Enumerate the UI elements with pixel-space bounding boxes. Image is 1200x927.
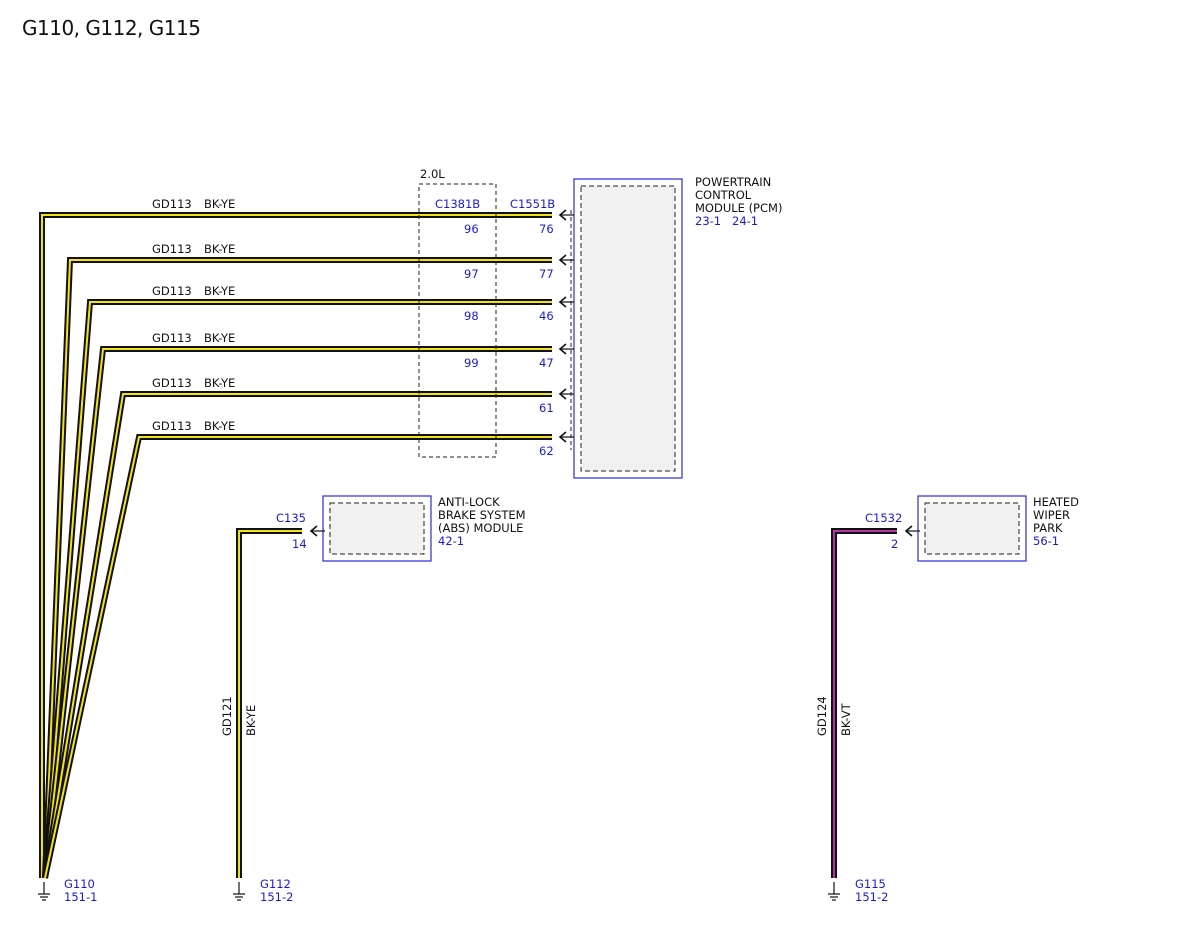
- wiper-wire: [831, 528, 897, 878]
- pcm-pin-label: 77: [539, 267, 554, 281]
- g115-ground-icon: [828, 882, 840, 901]
- ground-ref-label: 151-2: [855, 890, 888, 904]
- pcm-wire-1: [39, 212, 552, 878]
- option-2-0l-box: [418, 183, 497, 458]
- pcm-pin-label: 76: [539, 222, 554, 236]
- ground-name-label: G115: [855, 877, 886, 891]
- pcm-pin-label: 62: [539, 444, 554, 458]
- pcm-wire-3-outline: [42, 299, 552, 879]
- g110-ground-icon: [38, 882, 50, 901]
- pcm-wire-4: [42, 346, 552, 879]
- wiper-wire-core: [833, 530, 897, 878]
- abs-connector-label: C135: [276, 511, 306, 525]
- wire-color-label: BK-YE: [204, 331, 235, 345]
- abs-pin-label: 14: [292, 537, 307, 551]
- abs-color-label: BK-YE: [244, 705, 258, 736]
- pcm-pin-arrow-2: [558, 254, 574, 266]
- wire-layer: [39, 212, 897, 879]
- pcm-wire-3-core: [44, 301, 552, 879]
- component-layer: [38, 178, 1027, 901]
- inline-pin-label: 99: [464, 356, 479, 370]
- wiper-connector-label: C1532: [865, 511, 902, 525]
- ground-ref-label: 151-1: [64, 890, 97, 904]
- option-box-label: 2.0L: [420, 167, 445, 181]
- abs-module: [322, 495, 432, 562]
- ground-name-label: G112: [260, 877, 291, 891]
- inline-connector-label: C1381B: [435, 197, 480, 211]
- pcm-name-line: POWERTRAIN: [695, 175, 771, 189]
- wire-color-label: BK-YE: [204, 284, 235, 298]
- abs-name-line: BRAKE SYSTEM: [438, 508, 526, 522]
- abs-wire: [236, 528, 302, 878]
- wire-color-label: BK-YE: [204, 197, 235, 211]
- wiper-name-line: PARK: [1033, 521, 1063, 535]
- wiper-circuit-label: GD124: [815, 696, 829, 736]
- wire-color-label: BK-YE: [204, 242, 235, 256]
- ground-name-label: G110: [64, 877, 95, 891]
- abs-module-inner: [329, 502, 425, 555]
- wiper-name-line: WIPER: [1033, 508, 1070, 522]
- wire-circuit-label: GD113: [152, 376, 192, 390]
- abs-pin-arrow: [309, 525, 325, 537]
- pcm-pin-arrow-6: [558, 431, 574, 443]
- pcm-wire-5-outline: [42, 391, 552, 879]
- wire-color-label: BK-YE: [204, 419, 235, 433]
- pcm-wire-3: [42, 299, 552, 879]
- pcm-connector-label: C1551B: [510, 197, 555, 211]
- pcm-wire-2: [42, 257, 552, 879]
- abs-wire-outline: [236, 528, 302, 878]
- abs-name-line: ANTI-LOCK: [438, 495, 500, 509]
- pcm-wire-5-core: [44, 393, 552, 879]
- wiper-pin-label: 2: [891, 537, 898, 551]
- pcm-pin-label: 61: [539, 401, 554, 415]
- pcm-pin-arrow-4: [558, 343, 574, 355]
- wire-circuit-label: GD113: [152, 242, 192, 256]
- pcm-pin-label: 46: [539, 309, 554, 323]
- wiper-module-inner: [924, 502, 1020, 555]
- abs-name-line: (ABS) MODULE: [438, 521, 523, 535]
- pcm-wire-5: [42, 391, 552, 879]
- page-title: G110, G112, G115: [22, 16, 201, 40]
- wire-color-label: BK-YE: [204, 376, 235, 390]
- ground-ref-label: 151-2: [260, 890, 293, 904]
- pcm-ref-1: 23-1: [695, 214, 721, 228]
- pcm-pin-arrow-3: [558, 296, 574, 308]
- pcm-wire-4-outline: [42, 346, 552, 879]
- wire-circuit-label: GD113: [152, 331, 192, 345]
- inline-pin-label: 96: [464, 222, 479, 236]
- pcm-name-line: CONTROL: [695, 188, 752, 202]
- pcm-wire-6-core: [44, 436, 552, 879]
- pcm-module-inner: [580, 185, 676, 472]
- pcm-module: [573, 178, 683, 479]
- wire-circuit-label: GD113: [152, 197, 192, 211]
- pcm-ref-2: 24-1: [732, 214, 758, 228]
- pcm-name-line: MODULE (PCM): [695, 201, 782, 215]
- wiper-name-line: HEATED: [1033, 495, 1079, 509]
- wire-circuit-label: GD113: [152, 419, 192, 433]
- pcm-wire-1-core: [41, 214, 552, 878]
- pcm-pin-arrow-1: [558, 209, 574, 221]
- pcm-pin-label: 47: [539, 356, 554, 370]
- abs-wire-core: [238, 530, 302, 878]
- g112-ground-icon: [233, 882, 245, 901]
- inline-pin-label: 98: [464, 309, 479, 323]
- inline-pin-label: 97: [464, 267, 479, 281]
- pcm-wire-2-outline: [42, 257, 552, 879]
- abs-circuit-label: GD121: [220, 696, 234, 736]
- wiper-module: [917, 495, 1027, 562]
- wire-circuit-label: GD113: [152, 284, 192, 298]
- wiper-color-label: BK-VT: [839, 702, 853, 736]
- wiper-pin-arrow: [904, 525, 920, 537]
- pcm-pin-arrow-5: [558, 388, 574, 400]
- abs-ref-label: 42-1: [438, 534, 464, 548]
- pcm-wire-2-core: [44, 259, 552, 879]
- pcm-wire-6: [42, 434, 552, 879]
- pcm-wire-4-core: [44, 348, 552, 879]
- wiper-ref-label: 56-1: [1033, 534, 1059, 548]
